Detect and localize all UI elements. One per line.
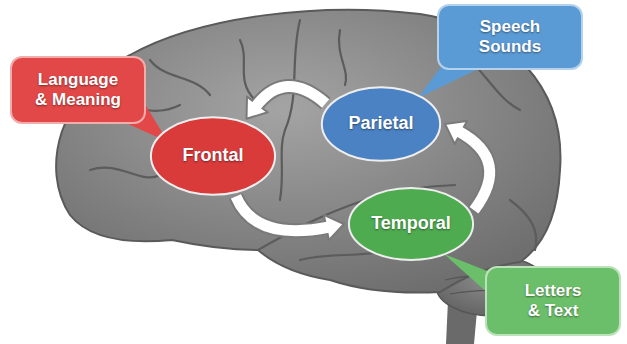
arrow-outline: [458, 131, 490, 210]
text-group: Temporal: [371, 213, 451, 235]
lobe-ellipse: Frontal: [149, 116, 277, 196]
sulcus: [90, 168, 160, 178]
cycle-arrow: [236, 196, 344, 240]
lobe-name: Parietal: [348, 113, 413, 135]
cycle-arrow: [247, 87, 326, 119]
ellipse-fill: [349, 188, 473, 260]
lobe-name: Temporal: [371, 213, 451, 235]
callout-text: Speech Sounds: [469, 17, 551, 58]
text-group: Letters & Text: [517, 281, 589, 322]
text-group: Parietal: [348, 113, 413, 135]
sulcus: [150, 60, 210, 95]
lobe-ellipse: Temporal: [347, 187, 475, 261]
ellipse-fill: [151, 117, 275, 195]
lobe-ellipse: Parietal: [320, 86, 442, 162]
callout-box: Letters & Text: [485, 266, 621, 336]
arrow-shaft: [236, 196, 329, 230]
sulcus: [339, 30, 346, 85]
sulcus: [510, 200, 536, 250]
callout-text: Language & Meaning: [32, 70, 124, 111]
arrow-outline: [256, 87, 326, 107]
central-sulcus: [280, 20, 300, 200]
arrow-shaft: [458, 131, 490, 210]
text-group: Speech Sounds: [469, 17, 551, 58]
text-group: Language & Meaning: [32, 70, 124, 111]
text-group: Frontal: [183, 145, 244, 167]
sulcus: [240, 40, 255, 100]
arrow-outline: [236, 196, 329, 230]
lobe-name: Frontal: [183, 145, 244, 167]
ellipse-fill: [322, 87, 440, 161]
callout-box: Speech Sounds: [437, 4, 583, 70]
cerebrum-outline: [56, 10, 560, 293]
arrow-shaft: [256, 87, 326, 107]
callout-box: Language & Meaning: [10, 56, 146, 124]
callout-text: Letters & Text: [517, 281, 589, 322]
